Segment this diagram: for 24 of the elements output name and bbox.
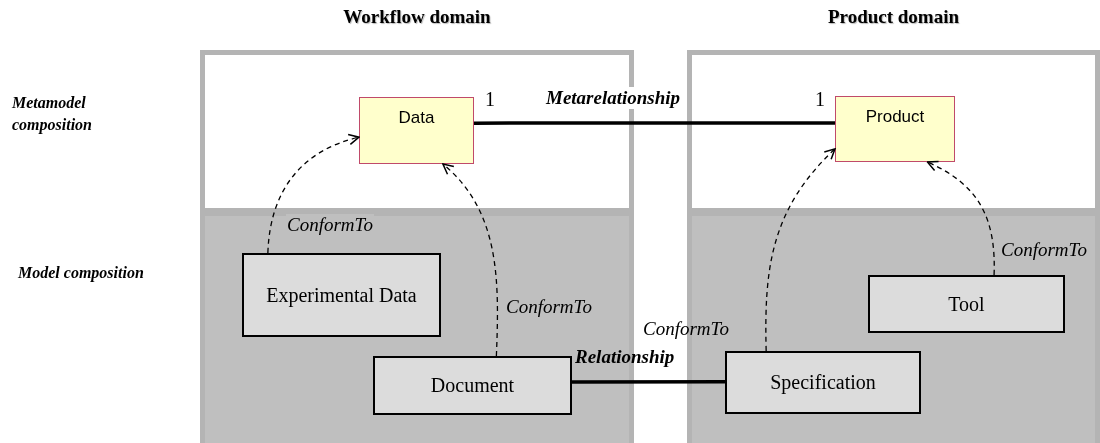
- edge-label: ConformTo: [1000, 239, 1088, 261]
- dashed-arrow: [765, 148, 836, 352]
- class-box: Experimental Data: [242, 253, 441, 337]
- edge-label: Metarelationship: [545, 87, 682, 109]
- row-heading: Model composition: [18, 263, 145, 284]
- domain-heading: Workflow domain: [342, 6, 492, 28]
- multiplicity-label: 1: [485, 88, 495, 111]
- edge-label: ConformTo: [505, 296, 593, 318]
- dashed-arrow: [267, 134, 360, 254]
- association-line: [474, 121, 835, 125]
- row-heading: Metamodel composition: [12, 93, 93, 136]
- class-box: Tool: [868, 275, 1065, 333]
- metaclass-box: Product: [835, 96, 955, 162]
- multiplicity-label: 1: [815, 88, 825, 111]
- dashed-arrow: [926, 161, 995, 276]
- class-box: Document: [373, 356, 572, 415]
- edge-label: ConformTo: [642, 318, 730, 340]
- edge-label: Relationship: [574, 346, 676, 368]
- dashed-arrow: [442, 163, 499, 357]
- association-line: [572, 380, 725, 384]
- domain-heading: Product domain: [826, 6, 961, 28]
- class-box: Specification: [725, 351, 921, 414]
- metaclass-box: Data: [359, 97, 474, 164]
- edge-label: ConformTo: [286, 214, 374, 236]
